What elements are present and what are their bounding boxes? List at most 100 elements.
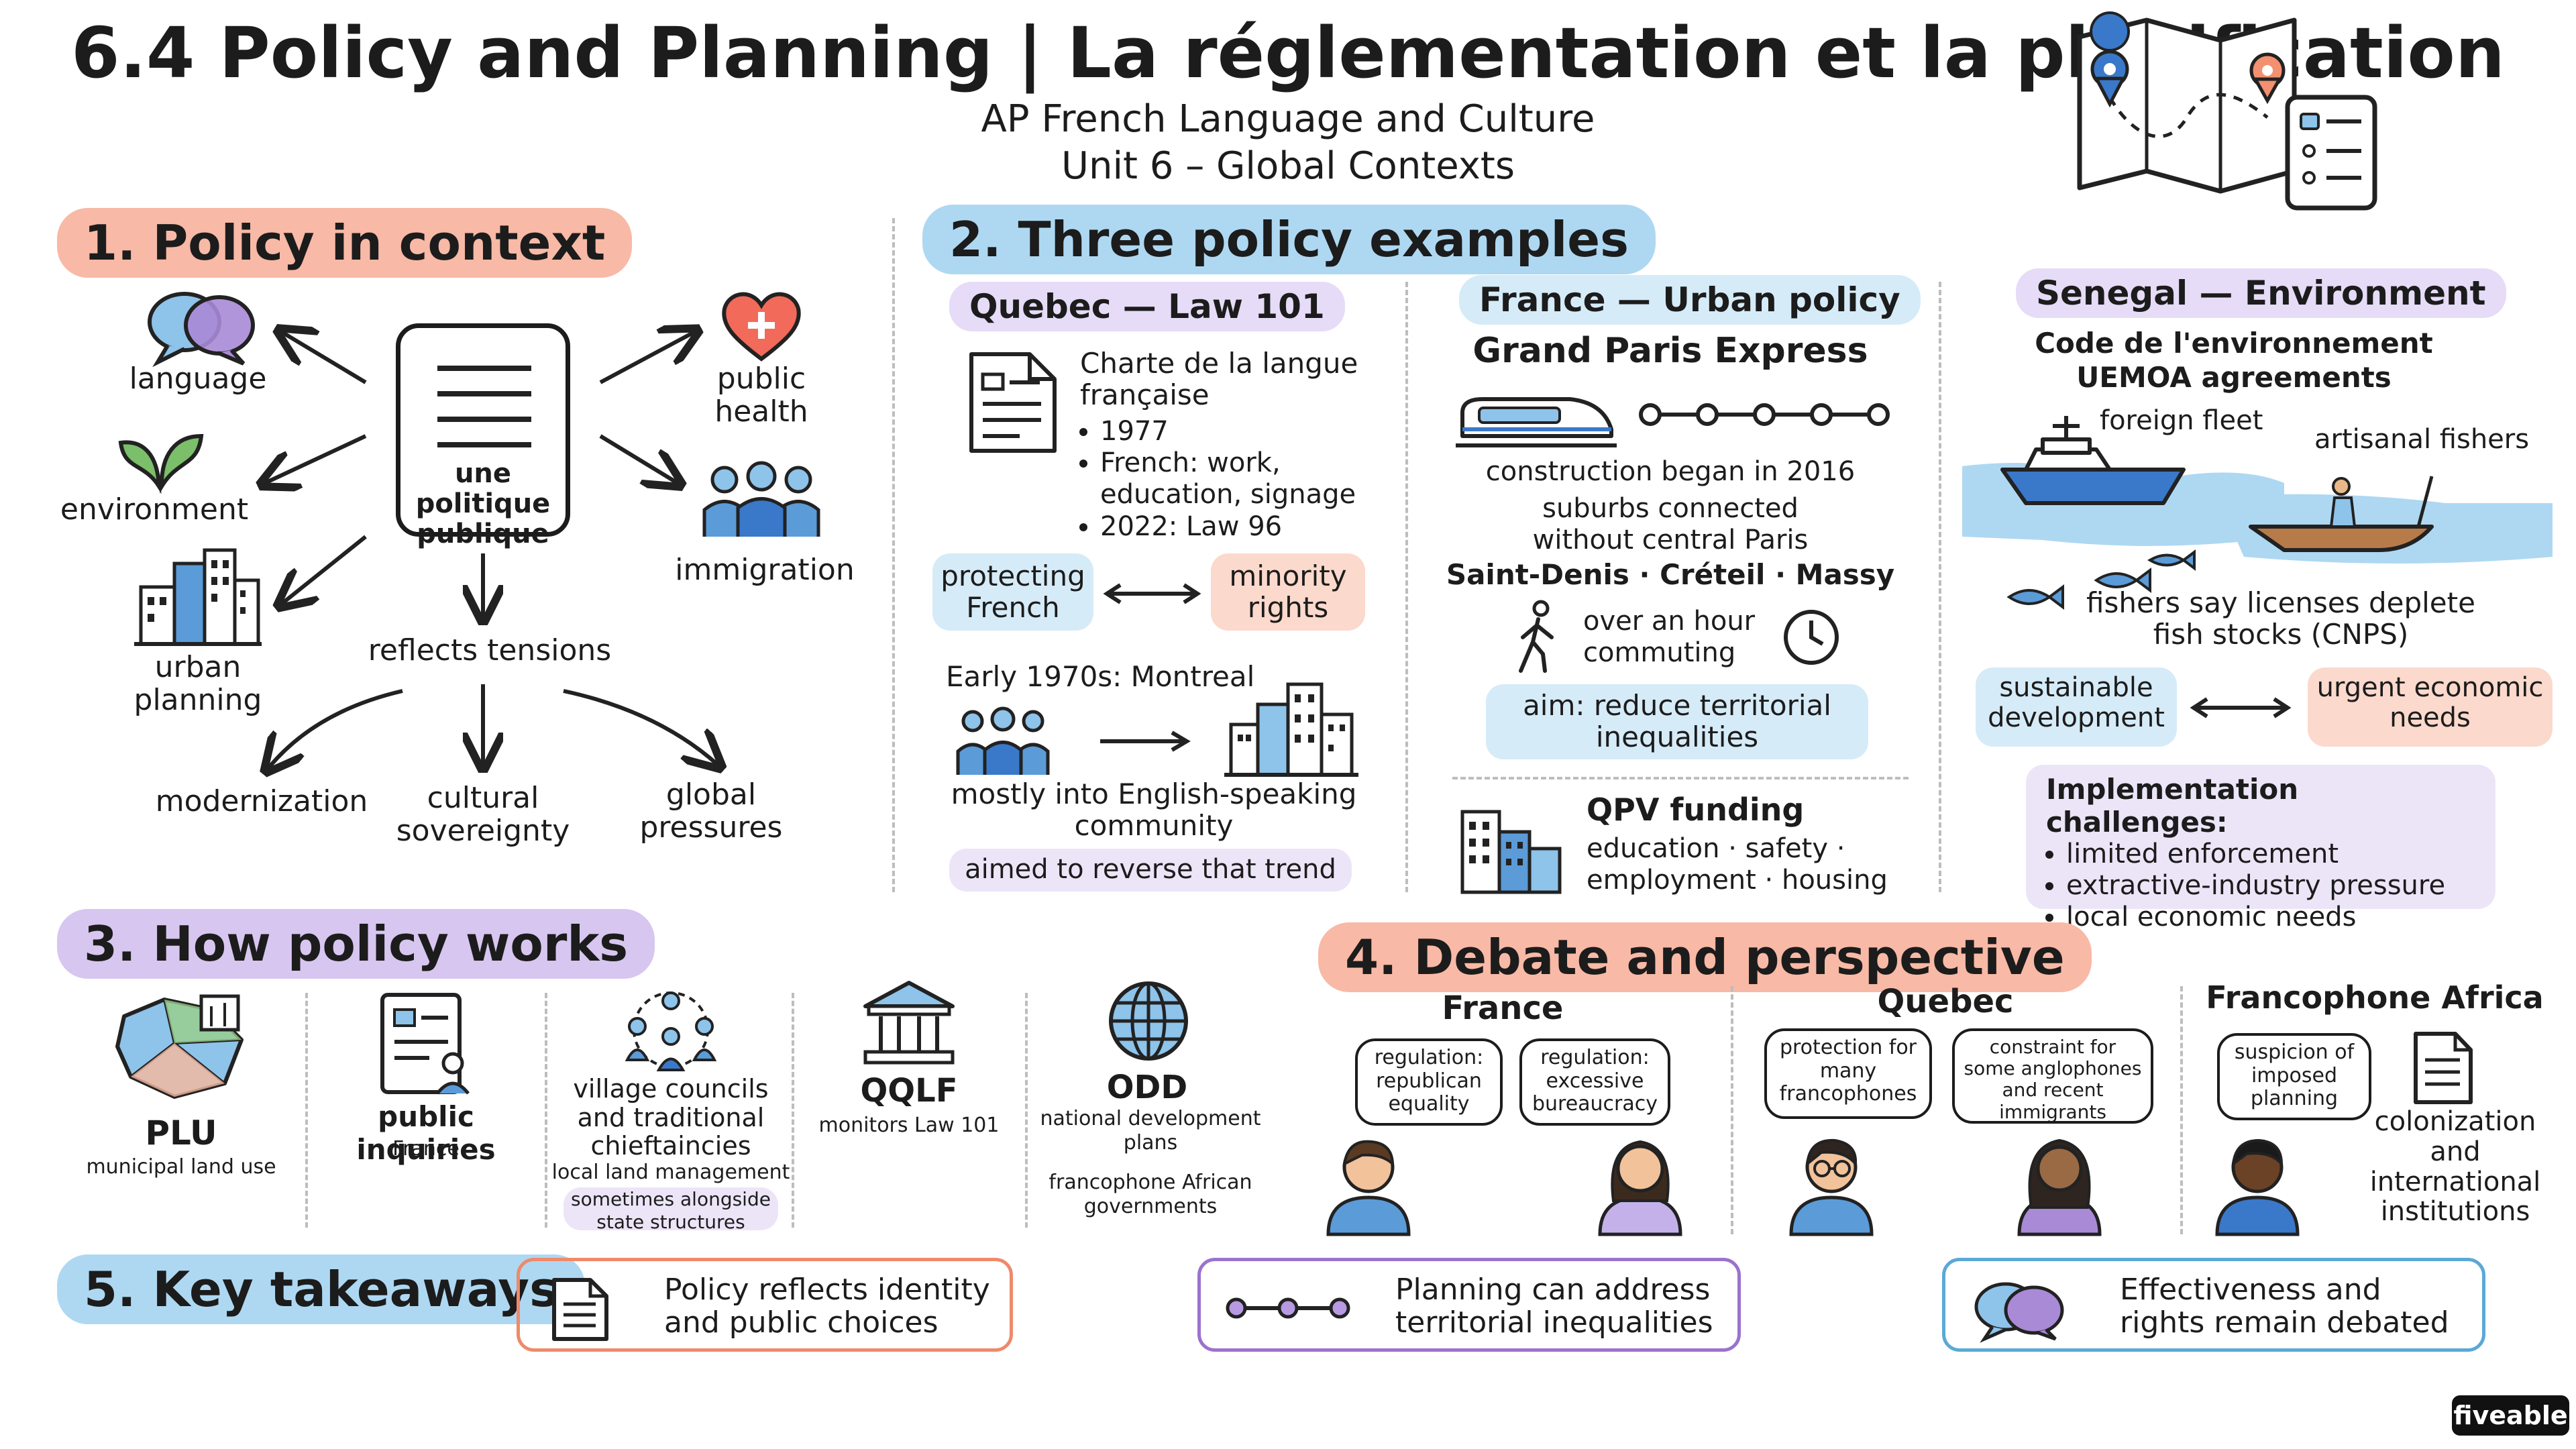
fiveable-logo: fiveable — [2452, 1395, 2569, 1436]
takeaway-identity: Policy reflects identity and public choi… — [517, 1258, 1013, 1352]
person-avatar — [2215, 1138, 2300, 1236]
people-group-small-icon — [956, 706, 1050, 775]
transit-line-icon — [1639, 403, 1890, 426]
construction-label: construction began in 2016 — [1485, 456, 1856, 487]
qpv-items-label: education · safety · employment · housin… — [1587, 833, 1888, 896]
section2-heading: 2. Three policy examples — [922, 205, 1656, 274]
people-group-icon — [702, 461, 820, 537]
quebec-bullet-scope: French: work, education, signage — [1100, 447, 1389, 511]
housing-buildings-icon — [1460, 810, 1562, 894]
inquiry-form-icon — [380, 993, 470, 1095]
debate-quebec-label: Quebec — [1877, 983, 2014, 1020]
qqlf-label: QQLF — [860, 1072, 958, 1110]
section5-heading: 5. Key takeaways — [57, 1254, 585, 1324]
column-divider — [1025, 993, 1028, 1228]
commuting-label: over an hour commuting — [1583, 606, 1756, 669]
transit-line-icon — [1226, 1297, 1350, 1319]
france-divider — [1452, 777, 1909, 780]
bubble-protection-francophones: protection for many francophones — [1764, 1028, 1932, 1119]
page-subtitle-course: AP French Language and Culture — [981, 97, 1595, 141]
takeaway-identity-text: Policy reflects identity and public choi… — [664, 1273, 990, 1340]
double-arrow-icon — [2190, 697, 2292, 718]
cultural-sovereignty-label: cultural sovereignty — [396, 781, 570, 849]
qpv-funding-label: QPV funding — [1587, 792, 1805, 828]
english-community-label: mostly into English-speaking community — [951, 777, 1357, 843]
person-avatar — [1326, 1140, 1411, 1236]
artisanal-fishers-label: artisanal fishers — [2314, 424, 2530, 455]
foreign-fleet-label: foreign fleet — [2100, 405, 2263, 436]
public-inquiries-label: public inquiries — [356, 1100, 496, 1166]
city-skyline-icon — [1224, 682, 1358, 777]
bubble-republican-equality: regulation: republican equality — [1355, 1038, 1503, 1126]
clock-icon — [1784, 610, 1839, 665]
policy-document-node: une politique publique — [396, 323, 570, 549]
debate-france-label: France — [1442, 989, 1564, 1027]
protecting-french-box: protecting French — [932, 553, 1093, 631]
takeaway-debated: Effectiveness and rights remain debated — [1942, 1258, 2485, 1352]
fish-stocks-label: fishers say licenses deplete fish stocks… — [2086, 586, 2475, 651]
speech-bubbles-icon — [148, 292, 255, 368]
leaf-icon — [118, 433, 204, 494]
heart-plus-icon — [722, 292, 801, 362]
column-divider — [305, 993, 308, 1228]
implementation-challenges-box: Implementation challenges: limited enfor… — [2026, 765, 2496, 932]
environment-label: environment — [60, 492, 249, 527]
person-avatar — [1598, 1140, 1682, 1236]
suburbs-connected-label: suburbs connected without central Paris — [1532, 493, 1809, 556]
plu-sub-label: municipal land use — [86, 1155, 276, 1179]
community-circle-icon — [625, 991, 717, 1071]
speech-bubbles-icon — [1974, 1282, 2064, 1343]
page-subtitle-unit: Unit 6 – Global Contexts — [1061, 144, 1515, 188]
document-icon — [969, 352, 1057, 453]
quebec-law101-title: Quebec — Law 101 — [949, 282, 1345, 331]
section-divider — [892, 218, 895, 892]
reflects-tensions-label: reflects tensions — [368, 633, 612, 667]
public-inquiries-sub: France — [392, 1137, 460, 1161]
grand-paris-express-label: Grand Paris Express — [1472, 331, 1868, 371]
minority-rights-box: minority rights — [1211, 553, 1365, 631]
column-divider — [1731, 986, 1733, 1234]
train-icon — [1456, 397, 1617, 447]
uemoa-label: UEMOA agreements — [2076, 361, 2392, 394]
city-buildings-icon — [134, 548, 262, 646]
fishing-scene-icon — [1962, 416, 2553, 610]
institution-building-icon — [863, 981, 955, 1065]
section1-heading: 1. Policy in context — [57, 208, 633, 278]
land-map-icon — [115, 994, 244, 1099]
colonization-label: colonization and international instituti… — [2369, 1106, 2541, 1228]
double-arrow-icon — [1103, 583, 1201, 604]
challenge-enforcement: limited enforcement — [2066, 839, 2475, 870]
village-councils-label: village councils and traditional chiefta… — [573, 1074, 769, 1161]
right-arrow-icon — [1100, 731, 1191, 752]
takeaway-inequalities: Planning can address territorial inequal… — [1197, 1258, 1741, 1352]
column-divider — [545, 993, 547, 1228]
challenge-extractive: extractive-industry pressure — [2066, 870, 2475, 902]
column-divider — [1939, 282, 1941, 892]
sustainable-development-box: sustainable development — [1976, 667, 2177, 747]
odd-sub-label: national development plans — [1040, 1107, 1261, 1155]
senegal-environment-title: Senegal — Environment — [2016, 268, 2506, 318]
debate-africa-label: Francophone Africa — [2206, 979, 2544, 1016]
walking-person-icon — [1519, 600, 1554, 673]
person-avatar — [2017, 1138, 2102, 1236]
suburb-cities-label: Saint-Denis · Créteil · Massy — [1446, 558, 1895, 591]
state-structures-note: sometimes alongside state structures — [564, 1187, 778, 1233]
section4-heading: 4. Debate and perspective — [1318, 922, 2092, 992]
bubble-imposed-planning: suspicion of imposed planning — [2217, 1033, 2371, 1120]
quebec-bullets: 1977 French: work, education, signage 20… — [1073, 416, 1389, 543]
takeaway-debated-text: Effectiveness and rights remain debated — [2120, 1273, 2449, 1340]
odd-sub2-label: francophone African governments — [1049, 1171, 1252, 1218]
challenge-local-needs: local economic needs — [2066, 902, 2475, 933]
person-avatar — [1789, 1138, 1874, 1236]
plu-label: PLU — [145, 1114, 217, 1152]
implementation-challenges-title: Implementation challenges: — [2046, 773, 2299, 839]
takeaway-inequalities-text: Planning can address territorial inequal… — [1395, 1273, 1713, 1340]
quebec-bullet-1977: 1977 — [1100, 416, 1389, 447]
urban-planning-label: urban planning — [133, 650, 262, 718]
odd-label: ODD — [1106, 1069, 1188, 1106]
column-divider — [1405, 282, 1408, 892]
column-divider — [2180, 986, 2183, 1234]
quebec-bullet-law96: 2022: Law 96 — [1100, 511, 1389, 543]
modernization-label: modernization — [155, 784, 368, 818]
section3-heading: 3. How policy works — [57, 909, 655, 979]
